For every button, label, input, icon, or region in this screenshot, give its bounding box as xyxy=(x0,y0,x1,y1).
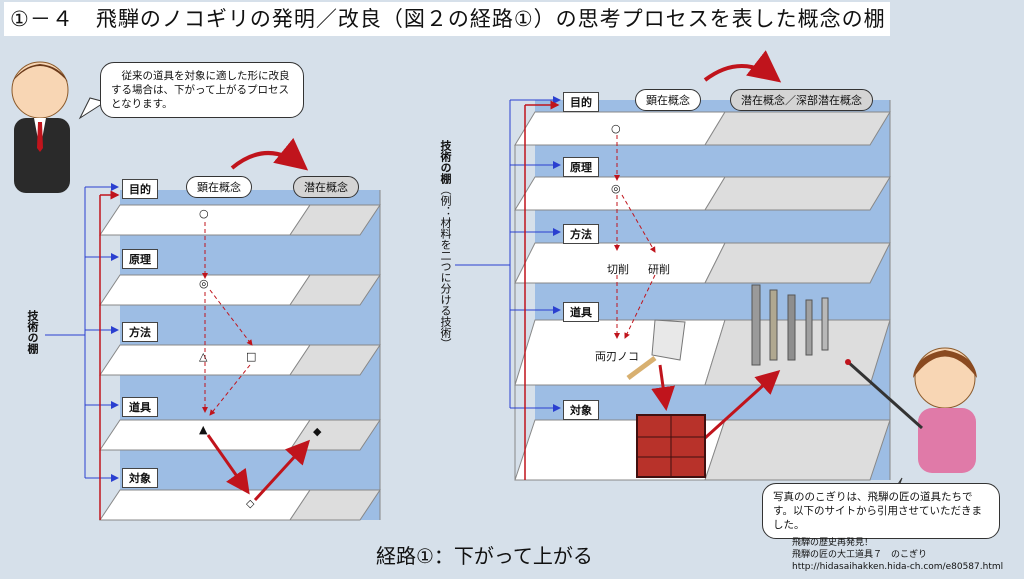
left-shelf-label: 技術の棚 xyxy=(26,310,39,354)
right-level-principle: 原理 xyxy=(563,157,599,177)
left-symbol-object: ◇ xyxy=(246,497,255,510)
right-method-grinding: 研削 xyxy=(648,263,670,276)
left-shelf xyxy=(45,137,381,521)
source-url-link[interactable]: http://hidasaihakken.hida-ch.com/e80587.… xyxy=(792,562,1004,572)
left-level-object: 対象 xyxy=(122,468,158,488)
right-explicit-concept: 顕在概念 xyxy=(635,89,701,111)
right-tool-name: 両刃ノコ xyxy=(595,350,639,363)
man-figure xyxy=(11,61,70,193)
right-shelf-label: 技術の棚（例：材料を二つに分ける技術） xyxy=(439,140,452,349)
left-symbol-method-a: △ xyxy=(199,350,208,363)
right-symbol-principle: ◎ xyxy=(611,182,621,195)
left-symbol-purpose: ○ xyxy=(199,207,209,220)
left-level-principle: 原理 xyxy=(122,249,158,269)
left-explanation-bubble: 従来の道具を対象に適した形に改良する場合は、下がって上がるプロセスとなります。 xyxy=(100,62,304,118)
right-method-cutting: 切削 xyxy=(607,263,629,276)
page-title: ①－４ 飛騨のノコギリの発明／改良（図２の経路①）の思考プロセスを表した概念の棚 xyxy=(4,2,890,36)
left-symbol-tool-latent: ◆ xyxy=(313,425,322,438)
right-level-method: 方法 xyxy=(563,224,599,244)
right-symbol-purpose: ○ xyxy=(611,122,621,135)
double-saw-illustration xyxy=(626,319,686,381)
source-line-2: 飛騨の匠の大工道具７ のこぎり xyxy=(792,550,928,560)
route-caption: 経路①：下がって上がる xyxy=(376,544,593,568)
right-level-object: 対象 xyxy=(563,400,599,420)
left-latent-concept: 潜在概念 xyxy=(293,176,359,198)
left-explicit-concept: 顕在概念 xyxy=(186,176,252,198)
left-level-tool: 道具 xyxy=(122,397,158,417)
right-level-tool: 道具 xyxy=(563,302,599,322)
left-level-method: 方法 xyxy=(122,322,158,342)
tansu-chest-illustration xyxy=(636,414,706,478)
left-symbol-tool: ▲ xyxy=(199,423,208,436)
right-latent-concept: 潜在概念／深部潜在概念 xyxy=(730,89,873,111)
woman-figure xyxy=(845,347,977,473)
hida-tools-photo xyxy=(751,284,829,366)
left-symbol-principle: ◎ xyxy=(199,277,209,290)
right-level-purpose: 目的 xyxy=(563,92,599,112)
right-explanation-bubble: 写真ののこぎりは、飛騨の匠の道具たちです。以下のサイトから引用させていただきまし… xyxy=(762,483,1000,539)
source-line-1: 飛騨の歴史再発見！ xyxy=(792,538,874,548)
left-level-purpose: 目的 xyxy=(122,179,158,199)
left-symbol-method-b: □ xyxy=(246,350,257,363)
